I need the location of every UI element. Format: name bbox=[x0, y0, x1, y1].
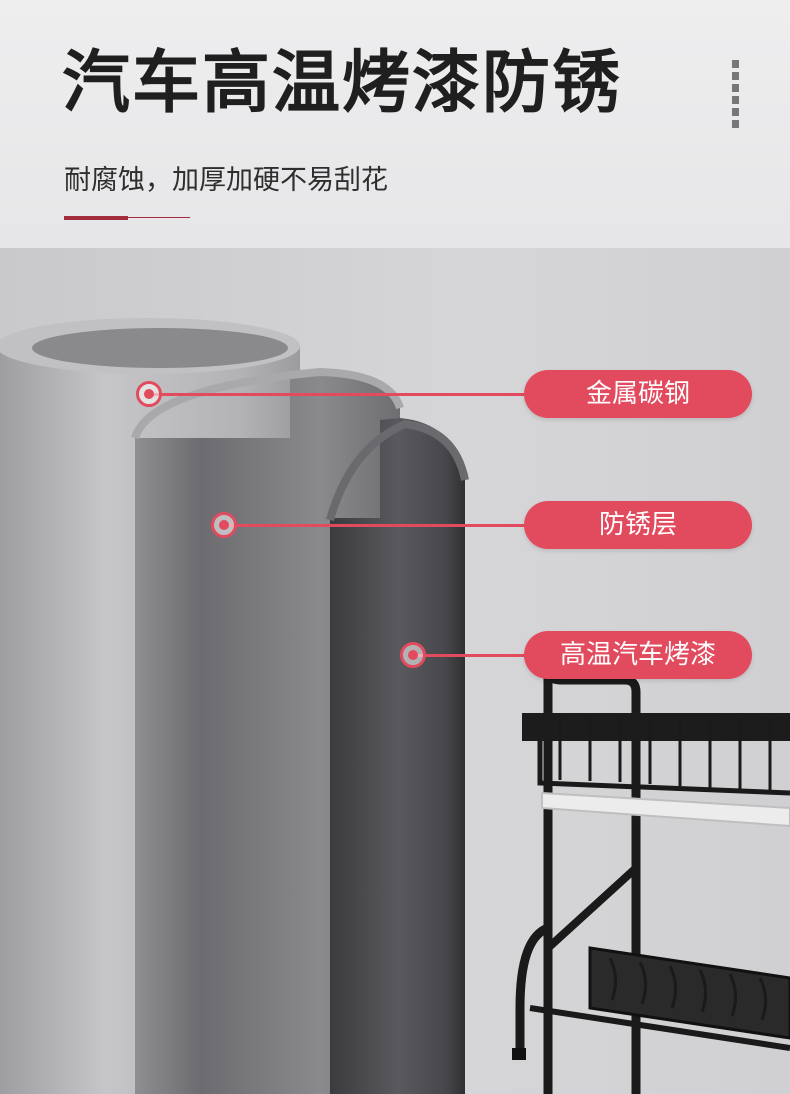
vertical-dots-decoration bbox=[732, 60, 740, 132]
page-title: 汽车高温烤漆防锈 bbox=[62, 44, 623, 123]
callout-line-paint bbox=[414, 654, 526, 657]
callout-line-antirust bbox=[225, 524, 526, 527]
callout-dot-metal bbox=[136, 381, 162, 407]
label-anti-rust-layer: 防锈层 bbox=[524, 501, 752, 549]
title-divider bbox=[64, 216, 190, 220]
callout-line-metal bbox=[150, 393, 526, 396]
inner-tube-layer bbox=[326, 418, 469, 1094]
callout-dot-paint bbox=[400, 642, 426, 668]
label-metal-carbon-steel: 金属碳钢 bbox=[524, 370, 752, 418]
header-banner: 汽车高温烤漆防锈 耐腐蚀，加厚加硬不易刮花 bbox=[0, 0, 790, 248]
divider-thin-segment bbox=[128, 217, 190, 218]
callout-dot-antirust bbox=[211, 512, 237, 538]
page-subtitle: 耐腐蚀，加厚加硬不易刮花 bbox=[64, 165, 388, 196]
label-baking-paint: 高温汽车烤漆 bbox=[524, 631, 752, 679]
divider-thick-segment bbox=[64, 216, 128, 220]
